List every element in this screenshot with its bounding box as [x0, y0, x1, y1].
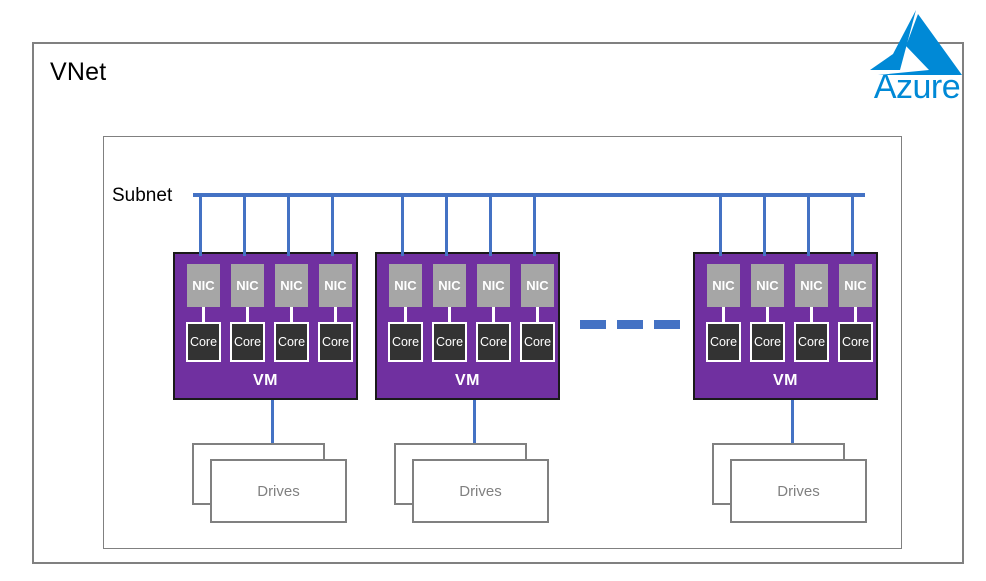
core-chip[interactable]: Core: [230, 322, 265, 362]
nic-core-link: [448, 307, 451, 322]
subnet-container: [103, 136, 902, 549]
nic-subnet-link: [199, 196, 202, 256]
vm-block[interactable]: NIC NIC NIC NIC Core Core Core Core VM: [375, 252, 560, 400]
vm-drives-link: [473, 400, 476, 448]
ellipsis-dash: [580, 320, 606, 329]
nic-chip[interactable]: NIC: [521, 264, 554, 307]
drives-group[interactable]: Drives: [394, 443, 549, 527]
drives-sheet-front: Drives: [730, 459, 867, 523]
nic-core-link: [246, 307, 249, 322]
vm-block[interactable]: NIC NIC NIC NIC Core Core Core Core VM: [693, 252, 878, 400]
azure-logo: Azure: [862, 8, 972, 108]
core-chip[interactable]: Core: [520, 322, 555, 362]
core-chip[interactable]: Core: [186, 322, 221, 362]
nic-chip[interactable]: NIC: [389, 264, 422, 307]
nic-core-link: [334, 307, 337, 322]
nic-subnet-link: [287, 196, 290, 256]
vnet-label: VNet: [50, 58, 107, 86]
nic-chip[interactable]: NIC: [433, 264, 466, 307]
nic-core-link: [766, 307, 769, 322]
nic-subnet-link: [331, 196, 334, 256]
core-chip[interactable]: Core: [794, 322, 829, 362]
drives-group[interactable]: Drives: [192, 443, 347, 527]
nic-core-link: [810, 307, 813, 322]
nic-core-link: [202, 307, 205, 322]
drives-sheet-front: Drives: [412, 459, 549, 523]
drives-sheet-front: Drives: [210, 459, 347, 523]
nic-subnet-link: [851, 196, 854, 256]
nic-chip[interactable]: NIC: [187, 264, 220, 307]
core-chip[interactable]: Core: [432, 322, 467, 362]
drives-label: Drives: [257, 482, 300, 500]
drives-group[interactable]: Drives: [712, 443, 867, 527]
core-chip[interactable]: Core: [388, 322, 423, 362]
nic-subnet-link: [401, 196, 404, 256]
azure-wordmark: Azure: [873, 68, 961, 106]
nic-chip[interactable]: NIC: [839, 264, 872, 307]
ellipsis-dash: [654, 320, 680, 329]
nic-subnet-link: [763, 196, 766, 256]
nic-chip[interactable]: NIC: [319, 264, 352, 307]
nic-core-link: [854, 307, 857, 322]
drives-label: Drives: [459, 482, 502, 500]
more-vms-ellipsis: [580, 320, 680, 329]
nic-core-link: [722, 307, 725, 322]
nic-core-link: [404, 307, 407, 322]
nic-core-link: [492, 307, 495, 322]
subnet-bus-line: [193, 193, 865, 197]
core-chip[interactable]: Core: [318, 322, 353, 362]
nic-subnet-link: [807, 196, 810, 256]
vm-label: VM: [253, 372, 278, 389]
core-chip[interactable]: Core: [706, 322, 741, 362]
nic-chip[interactable]: NIC: [231, 264, 264, 307]
vm-label: VM: [773, 372, 798, 389]
vm-drives-link: [791, 400, 794, 448]
nic-chip[interactable]: NIC: [707, 264, 740, 307]
core-chip[interactable]: Core: [750, 322, 785, 362]
nic-core-link: [536, 307, 539, 322]
nic-core-link: [290, 307, 293, 322]
ellipsis-dash: [617, 320, 643, 329]
azure-triangle-icon: [870, 10, 962, 75]
nic-subnet-link: [719, 196, 722, 256]
drives-label: Drives: [777, 482, 820, 500]
nic-subnet-link: [445, 196, 448, 256]
nic-chip[interactable]: NIC: [795, 264, 828, 307]
core-chip[interactable]: Core: [476, 322, 511, 362]
core-chip[interactable]: Core: [274, 322, 309, 362]
nic-subnet-link: [533, 196, 536, 256]
nic-subnet-link: [489, 196, 492, 256]
nic-chip[interactable]: NIC: [751, 264, 784, 307]
vm-label: VM: [455, 372, 480, 389]
nic-chip[interactable]: NIC: [275, 264, 308, 307]
nic-chip[interactable]: NIC: [477, 264, 510, 307]
vm-drives-link: [271, 400, 274, 448]
nic-subnet-link: [243, 196, 246, 256]
vm-block[interactable]: NIC NIC NIC NIC Core Core Core Core VM: [173, 252, 358, 400]
core-chip[interactable]: Core: [838, 322, 873, 362]
subnet-label: Subnet: [112, 185, 173, 206]
